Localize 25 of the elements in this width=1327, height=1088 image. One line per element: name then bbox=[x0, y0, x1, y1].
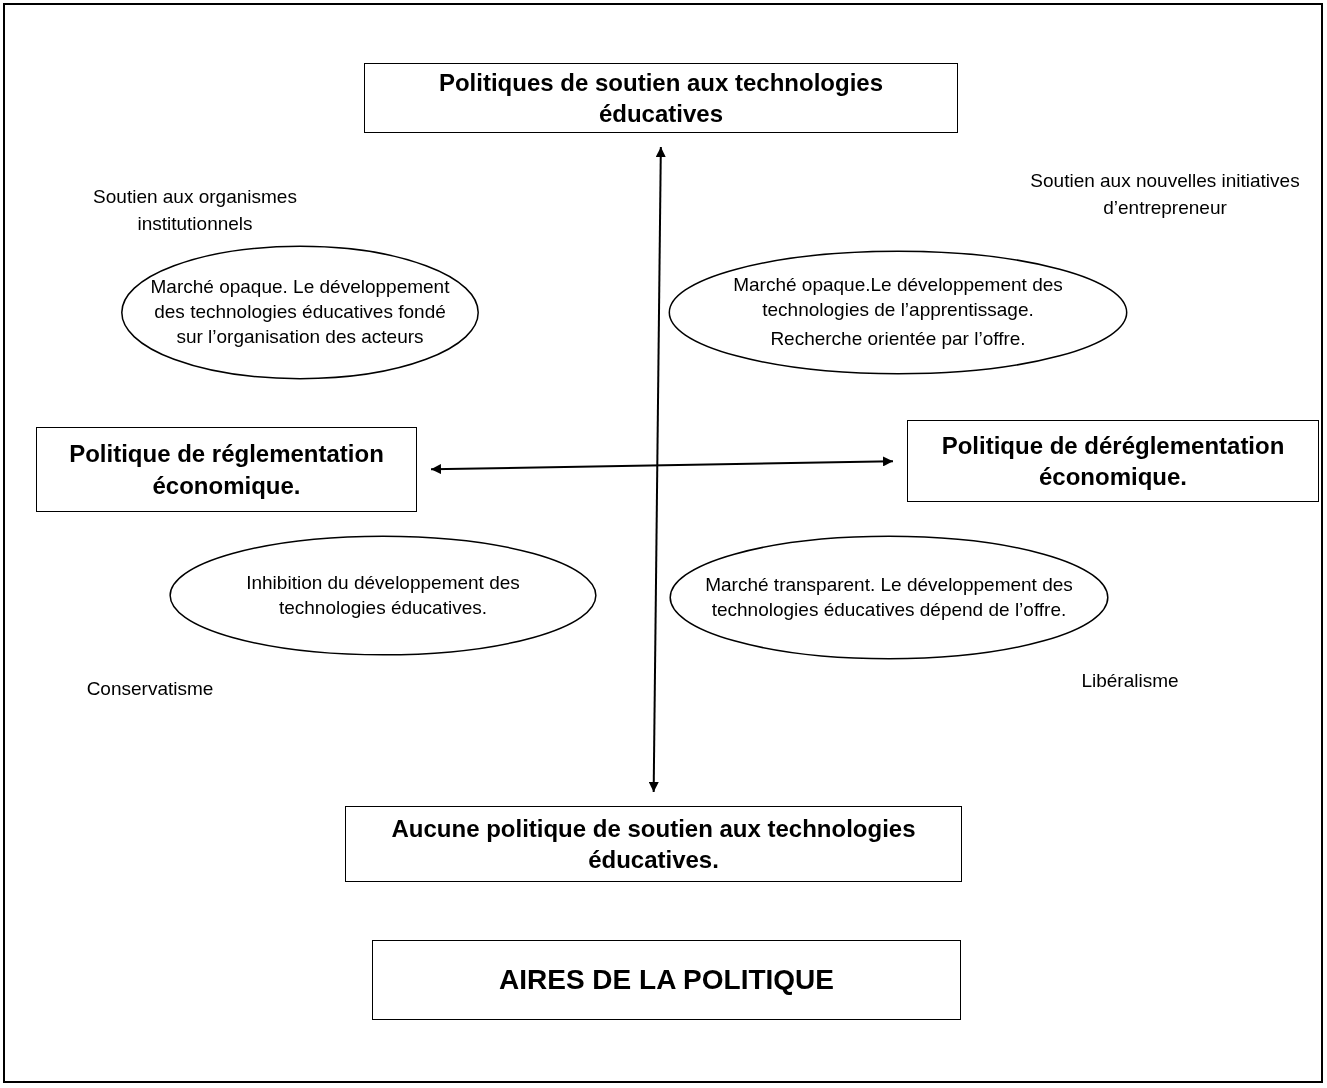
double-arrow bbox=[648, 146, 666, 793]
title-box bbox=[372, 940, 961, 1020]
node-text: Politique de déréglementation économique. bbox=[940, 430, 1286, 492]
node-text: Aucune politique de soutien aux technologies éducatives. bbox=[390, 813, 917, 875]
node-text: Inhibition du développement des technologies éducatives. bbox=[245, 570, 521, 620]
ellipse bbox=[168, 535, 598, 656]
ellipse bbox=[667, 250, 1129, 375]
policy-box bbox=[345, 806, 962, 882]
double-arrow bbox=[430, 456, 894, 475]
node-text: Recherche orientée par l’offre. bbox=[770, 326, 1026, 351]
quadrant-label: Conservatisme bbox=[85, 677, 215, 701]
quadrant-label: Soutien aux nouvelles initiatives d’entrepreneur bbox=[1030, 169, 1300, 220]
quadrant-label: Libéralisme bbox=[1080, 669, 1180, 693]
node-text: AIRES DE LA POLITIQUE bbox=[499, 962, 834, 997]
ellipse bbox=[120, 245, 480, 380]
node-text: Politique de réglementation économique. bbox=[68, 439, 385, 501]
node-text: Politiques de soutien aux technologies éducatives bbox=[437, 67, 885, 129]
node-text: Marché transparent. Le développement des technologies éducatives dépend de l’offre. bbox=[704, 572, 1074, 622]
policy-box bbox=[36, 427, 417, 512]
policy-box bbox=[364, 63, 958, 133]
node-text: Marché opaque.Le développement des technologies de l’apprentissage. bbox=[732, 273, 1064, 323]
node-text: Marché opaque. Le développement des technologies éducatives fondé sur l’organisation des acteurs bbox=[150, 275, 450, 349]
ellipse bbox=[668, 535, 1110, 660]
policy-box bbox=[907, 420, 1319, 502]
quadrant-label: Soutien aux organismes institutionnels bbox=[92, 185, 298, 236]
